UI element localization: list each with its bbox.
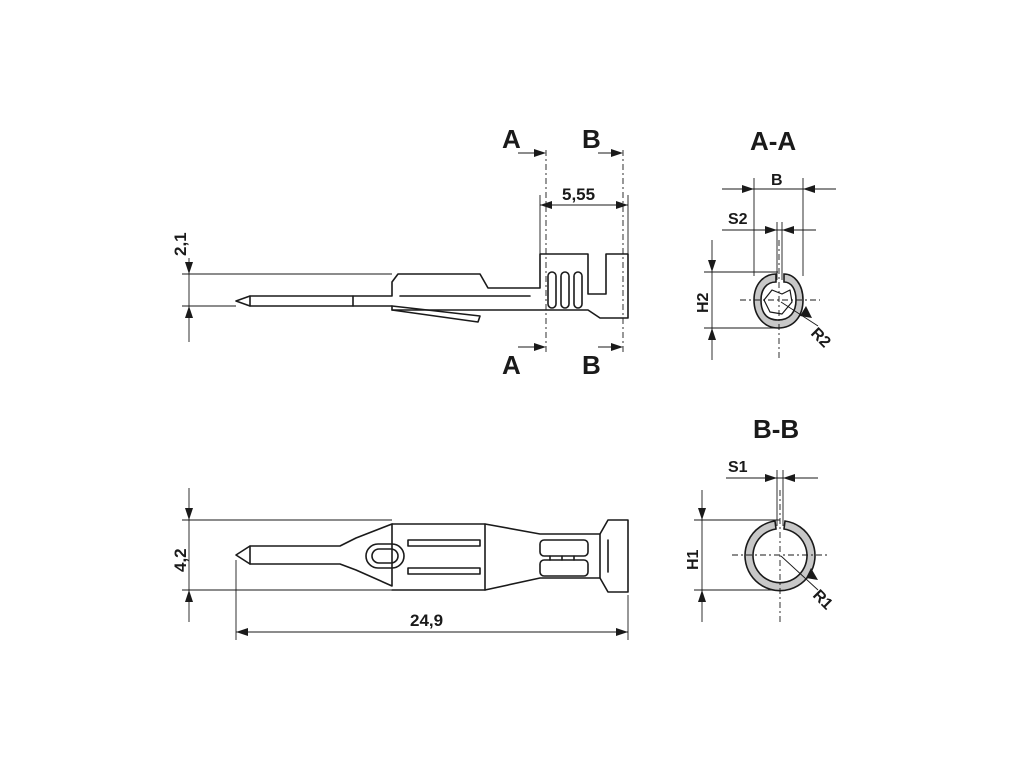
section-b-b-height-label: H1 bbox=[685, 549, 702, 570]
section-a-a-profile bbox=[753, 273, 804, 329]
section-a-a-width-label: B bbox=[771, 172, 783, 189]
section-marker-b-bottom: B bbox=[582, 350, 601, 380]
section-marker-a-bottom: A bbox=[502, 350, 521, 380]
section-a-a-thickness-label: S2 bbox=[728, 211, 748, 228]
section-b-b: B-B S1 H1 R1 bbox=[685, 414, 836, 622]
dimension-section-spacing: 5,55 bbox=[562, 185, 595, 204]
section-a-a-radius-label: R2 bbox=[807, 325, 834, 352]
section-a-a-height-label: H2 bbox=[695, 292, 712, 313]
section-b-b-profile bbox=[744, 520, 816, 592]
section-marker-b-top: B bbox=[582, 124, 601, 154]
section-marker-a-top: A bbox=[502, 124, 521, 154]
dimension-body-height: 4,2 bbox=[171, 548, 190, 572]
section-b-b-title: B-B bbox=[753, 414, 799, 444]
side-view-tab bbox=[391, 305, 481, 323]
section-a-a: A-A B S2 H2 R2 bbox=[695, 126, 836, 360]
top-view-pin bbox=[235, 523, 393, 587]
side-view-shank bbox=[352, 253, 629, 319]
section-b-b-radius-label: R1 bbox=[809, 587, 836, 614]
side-view: A B A B 5,55 2,1 bbox=[171, 124, 629, 380]
side-view-pin bbox=[235, 295, 354, 307]
dimension-total-length: 24,9 bbox=[410, 611, 443, 630]
top-view: 4,2 24,9 bbox=[171, 488, 629, 640]
section-b-b-thickness-label: S1 bbox=[728, 459, 748, 476]
dimension-pin-height: 2,1 bbox=[171, 232, 190, 256]
top-view-barrel bbox=[391, 519, 629, 593]
section-a-a-title: A-A bbox=[750, 126, 796, 156]
